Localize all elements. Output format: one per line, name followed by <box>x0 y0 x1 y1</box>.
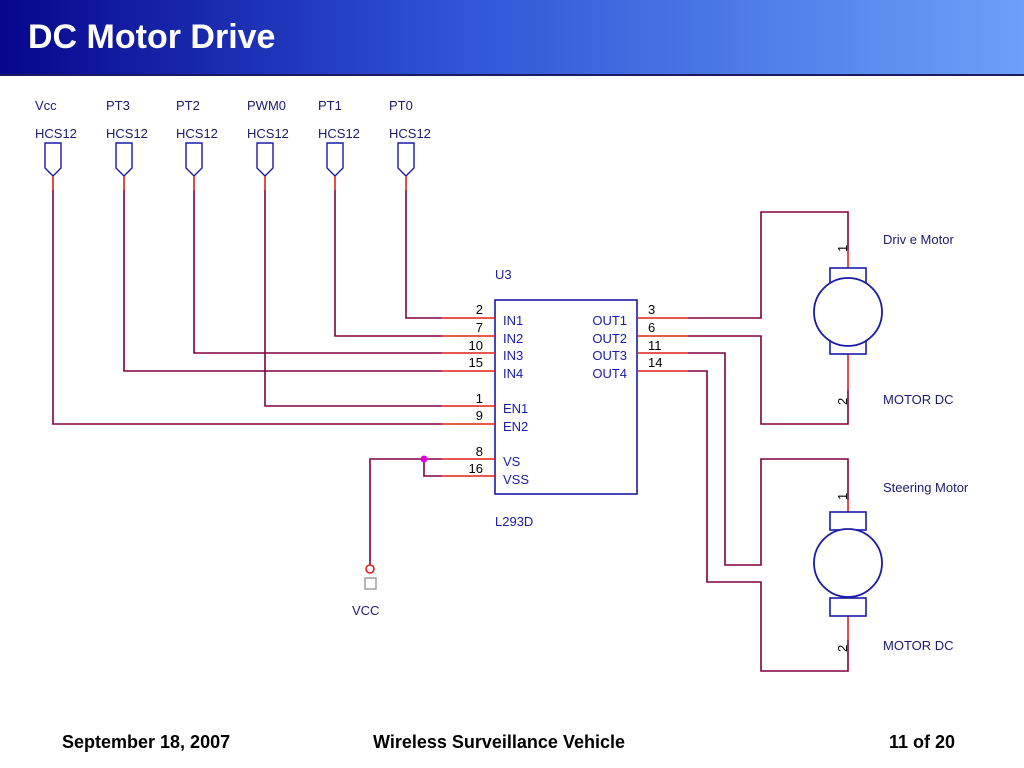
wire-pwm0-en1 <box>264 190 442 407</box>
pin-number: 15 <box>469 355 483 370</box>
pin-name: IN4 <box>503 366 523 381</box>
port-signal-label: PT3 <box>106 98 130 113</box>
port-pwm0: PWM0 HCS12 <box>247 98 289 177</box>
motor-pin-bottom: 2 <box>835 645 850 652</box>
motor-type: MOTOR DC <box>883 638 954 653</box>
port-pt0: PT0 HCS12 <box>389 98 431 177</box>
pin-name: IN2 <box>503 331 523 346</box>
footer-project: Wireless Surveillance Vehicle <box>373 732 625 752</box>
motor-symbol <box>813 277 883 347</box>
port-pt1: PT1 HCS12 <box>318 98 360 177</box>
pin-number: 16 <box>469 461 483 476</box>
port-signal-label: PWM0 <box>247 98 286 113</box>
chip-body <box>494 299 638 495</box>
port-source-label: HCS12 <box>35 126 77 141</box>
pin-number: 6 <box>648 320 655 335</box>
power-label: VCC <box>352 603 379 618</box>
port-symbol <box>115 142 133 177</box>
right-pin-names: OUT1 OUT2 OUT3 OUT4 <box>592 313 627 381</box>
pin-number: 10 <box>469 338 483 353</box>
wire-vcc-vs <box>369 458 442 567</box>
chip-ref: U3 <box>495 267 512 282</box>
port-pt2: PT2 HCS12 <box>176 98 218 177</box>
wire-vs-vss <box>423 459 442 477</box>
title-bar: DC Motor Drive <box>0 0 1024 76</box>
pin-name: IN1 <box>503 313 523 328</box>
left-pin-stubs <box>442 317 495 477</box>
pin-name: OUT3 <box>592 348 627 363</box>
right-pin-stubs <box>637 317 688 372</box>
port-source-label: HCS12 <box>106 126 148 141</box>
pin-name: OUT4 <box>592 366 627 381</box>
pin-name: OUT2 <box>592 331 627 346</box>
wire-out2-drive-motor <box>688 335 849 425</box>
footer-page-number: 11 of 20 <box>889 732 956 752</box>
pin-number: 2 <box>476 302 483 317</box>
slide-title: DC Motor Drive <box>28 18 276 56</box>
port-source-label: HCS12 <box>176 126 218 141</box>
port-vcc: Vcc HCS12 <box>35 98 77 177</box>
drive-motor: 1 2 Driv e Motor MOTOR DC <box>813 232 954 407</box>
pin-name: EN2 <box>503 419 528 434</box>
port-signal-label: PT0 <box>389 98 413 113</box>
pin-name: EN1 <box>503 401 528 416</box>
wire-out3-steering-motor <box>688 352 849 566</box>
left-pin-numbers: 2 7 10 15 1 9 8 16 <box>469 302 483 476</box>
junction-dot <box>420 455 428 463</box>
port-source-label: HCS12 <box>318 126 360 141</box>
pin-name: VSS <box>503 472 529 487</box>
chip-l293d: U3 L293D 2 7 10 15 1 9 8 16 IN1 IN <box>442 267 688 529</box>
wire-out1-drive-motor <box>688 211 849 319</box>
pin-name: OUT1 <box>592 313 627 328</box>
footer-date: September 18, 2007 <box>62 732 231 752</box>
chip-part: L293D <box>495 514 533 529</box>
pin-number: 8 <box>476 444 483 459</box>
pin-name: VS <box>503 454 521 469</box>
pin-number: 7 <box>476 320 483 335</box>
wire-pt3-in4 <box>123 190 442 372</box>
port-signal-label: Vcc <box>35 98 57 113</box>
pin-number: 14 <box>648 355 662 370</box>
port-symbol <box>326 142 344 177</box>
left-pin-names: IN1 IN2 IN3 IN4 EN1 EN2 VS VSS <box>503 313 529 487</box>
motor-pin-bottom: 2 <box>835 398 850 405</box>
pin-number: 11 <box>648 338 662 353</box>
motor-name: Steering Motor <box>883 480 969 495</box>
wire-pt2-in3 <box>193 190 442 354</box>
wire-out4-steering-motor <box>688 370 849 672</box>
motor-pin-top: 1 <box>835 493 850 500</box>
port-symbol <box>397 142 415 177</box>
port-source-label: HCS12 <box>247 126 289 141</box>
port-signal-label: PT2 <box>176 98 200 113</box>
motor-type: MOTOR DC <box>883 392 954 407</box>
wire-vcc-en2 <box>52 190 442 425</box>
vcc-power-symbol: VCC <box>352 564 379 618</box>
pin-number: 3 <box>648 302 655 317</box>
input-wires <box>52 190 442 567</box>
wire-pt0-in1 <box>405 190 442 319</box>
right-pin-numbers: 3 6 11 14 <box>648 302 662 370</box>
port-symbol <box>44 142 62 177</box>
pin-name: IN3 <box>503 348 523 363</box>
port-symbol <box>185 142 203 177</box>
port-source-label: HCS12 <box>389 126 431 141</box>
motor-symbol <box>813 528 883 598</box>
steering-motor: 1 2 Steering Motor MOTOR DC <box>813 480 969 653</box>
port-signal-label: PT1 <box>318 98 342 113</box>
motor-pin-top: 1 <box>835 245 850 252</box>
pin-number: 1 <box>476 391 483 406</box>
port-pt3: PT3 HCS12 <box>106 98 148 177</box>
port-stubs <box>52 176 407 190</box>
pin-number: 9 <box>476 408 483 423</box>
output-wires <box>688 211 849 672</box>
port-symbol <box>256 142 274 177</box>
motor-name: Driv e Motor <box>883 232 954 247</box>
wire-pt1-in2 <box>334 190 442 337</box>
